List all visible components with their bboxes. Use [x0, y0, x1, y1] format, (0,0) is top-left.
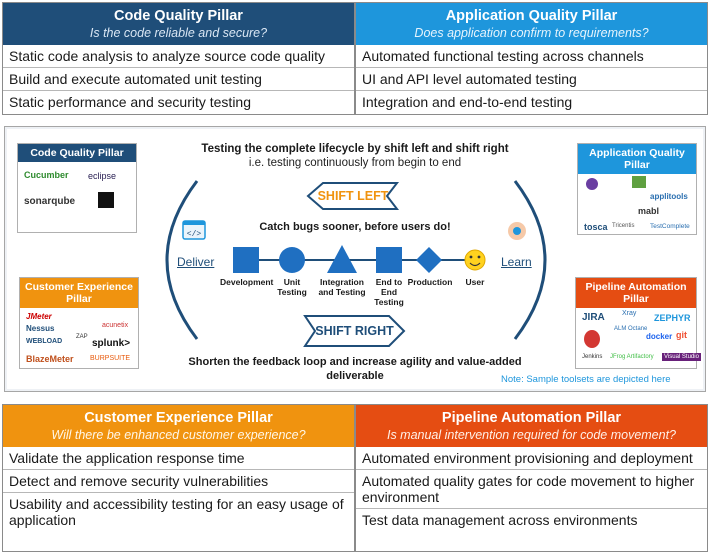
table-row: UI and API level automated testing — [356, 68, 707, 91]
customer-experience-subtitle: Will there be enhanced customer experien… — [51, 428, 306, 442]
toolset-title: Pipeline Automation Pillar — [576, 278, 696, 308]
pipeline-automation-title: Pipeline Automation Pillar — [441, 410, 622, 426]
lifecycle-title: Testing the complete lifecycle by shift … — [201, 143, 509, 155]
pipeline-automation-table: Pipeline Automation Pillar Is manual int… — [355, 404, 708, 552]
application-quality-header: Application Quality Pillar Does applicat… — [356, 3, 707, 45]
customer-experience-header: Customer Experience Pillar Will there be… — [3, 405, 354, 447]
learn-label: Learn — [501, 255, 532, 269]
tool-icon — [586, 178, 598, 190]
production-diamond-icon — [416, 247, 442, 273]
table-row: Integration and end-to-end testing — [362, 94, 573, 110]
shorten-feedback-text: Shorten the feedback loop and increase a… — [188, 356, 522, 382]
table-row: Automated environment provisioning and d… — [356, 447, 707, 470]
shift-left-arrow-shape — [306, 182, 400, 210]
toolset-title: Code Quality Pillar — [18, 144, 136, 162]
splunk-logo: splunk> — [92, 338, 131, 349]
lifecycle-arcs: </> — [165, 180, 547, 347]
application-quality-toolset: Application Quality Pillar applitools ma… — [577, 143, 697, 235]
eclipse-logo: eclipse — [88, 171, 117, 181]
tosca-logo: tosca — [584, 222, 608, 232]
table-row: Build and execute automated unit testing — [3, 68, 354, 91]
table-row: Automated functional testing across chan… — [356, 45, 707, 68]
stage-user: User — [465, 277, 485, 287]
development-square-icon — [233, 247, 259, 273]
stage-production: Production — [407, 277, 453, 287]
shift-right-arrow-shape — [303, 315, 406, 347]
docker-logo: docker — [646, 332, 673, 341]
application-quality-table: Application Quality Pillar Does applicat… — [355, 2, 708, 115]
lifecycle-panel: </> Testing the complete lifecycle by sh… — [4, 126, 706, 392]
acunetix-logo: acunetix — [102, 322, 129, 329]
user-smiley-icon — [464, 249, 486, 271]
jenkins-icon — [584, 330, 600, 348]
zephyr-logo: ZEPHYR — [654, 313, 691, 323]
mabl-logo: mabl — [638, 206, 660, 216]
customer-experience-toolset: Customer Experience Pillar JMeter Nessus… — [19, 277, 139, 369]
jira-logo: JIRA — [582, 312, 605, 323]
integration-triangle-icon — [327, 245, 357, 273]
tricentis-logo: Tricentis — [612, 223, 635, 229]
alm-octane-logo: ALM Octane — [614, 326, 648, 332]
tool-icon — [632, 176, 646, 188]
sonarqube-logo: sonarqube — [24, 196, 76, 207]
catch-bugs-text: Catch bugs sooner, before users do! — [259, 221, 451, 233]
deliver-label: Deliver — [177, 255, 215, 269]
table-row: Validate the application response time — [3, 447, 354, 470]
code-quality-title: Code Quality Pillar — [114, 8, 243, 24]
stage-integration-testing: Integration and Testing — [318, 277, 366, 297]
code-quality-table: Code Quality Pillar Is the code reliable… — [2, 2, 355, 115]
jfrog-logo: JFrog Artifactory — [610, 354, 654, 360]
application-quality-title: Application Quality Pillar — [445, 8, 618, 24]
application-quality-subtitle: Does application confirm to requirements… — [414, 26, 649, 40]
stage-development: Development — [220, 277, 274, 287]
sample-toolsets-note: Note: Sample toolsets are depicted here — [501, 374, 671, 385]
toolset-title: Customer Experience Pillar — [20, 278, 138, 308]
toolset-title: Application Quality Pillar — [578, 144, 696, 174]
left-arc — [165, 180, 199, 340]
shift-left-banner: SHIFT LEFT — [308, 181, 398, 211]
customer-experience-table: Customer Experience Pillar Will there be… — [2, 404, 355, 552]
pipeline-automation-subtitle: Is manual intervention required for code… — [386, 428, 677, 442]
code-quality-header: Code Quality Pillar Is the code reliable… — [3, 3, 354, 45]
code-quality-subtitle: Is the code reliable and secure? — [89, 26, 268, 40]
table-row: Static code analysis to analyze source c… — [3, 45, 354, 68]
stage-end-to-end-testing: End to End Testing — [374, 277, 404, 307]
stage-unit-testing: Unit Testing — [277, 277, 307, 297]
jenkins-logo: Jenkins — [582, 354, 603, 360]
xray-logo: Xray — [622, 310, 637, 317]
testcomplete-logo: TestComplete — [650, 223, 690, 230]
webload-logo: WEBLOAD — [26, 338, 63, 345]
table-row: Usability and accessibility testing for … — [9, 496, 344, 528]
customer-experience-title: Customer Experience Pillar — [84, 410, 273, 426]
visual-studio-logo: Visual Studio — [662, 353, 701, 361]
zap-logo: ZAP — [76, 334, 88, 340]
end-to-end-square-icon — [376, 247, 402, 273]
right-arc — [513, 180, 547, 340]
shift-right-label: SHIFT RIGHT — [315, 324, 394, 338]
nessus-logo: Nessus — [26, 324, 55, 333]
blazemeter-logo: BlazeMeter — [26, 354, 74, 364]
table-row: Detect and remove security vulnerabiliti… — [3, 470, 354, 493]
applitools-logo: applitools — [650, 192, 688, 201]
pipeline-automation-header: Pipeline Automation Pillar Is manual int… — [356, 405, 707, 447]
code-quality-toolset: Code Quality Pillar Cucumber eclipse son… — [17, 143, 137, 233]
cucumber-logo: Cucumber — [24, 170, 69, 180]
table-row: Static performance and security testing — [9, 94, 252, 110]
lifecycle-subtitle: i.e. testing continuously from begin to … — [248, 157, 462, 169]
table-row: Test data management across environments — [362, 512, 638, 528]
pipeline-automation-toolset: Pipeline Automation Pillar JIRA Xray ZEP… — [575, 277, 701, 369]
git-logo: git — [676, 330, 687, 340]
shift-left-label: SHIFT LEFT — [317, 189, 389, 203]
burpsuite-logo: BURPSUITE — [90, 355, 131, 362]
jmeter-logo: JMeter — [26, 312, 52, 321]
svg-text:</>: </> — [187, 230, 202, 239]
shift-right-banner: SHIFT RIGHT — [305, 316, 404, 346]
intellij-icon — [98, 192, 114, 208]
unit-testing-circle-icon — [279, 247, 305, 273]
table-row: Automated quality gates for code movemen… — [356, 470, 707, 509]
